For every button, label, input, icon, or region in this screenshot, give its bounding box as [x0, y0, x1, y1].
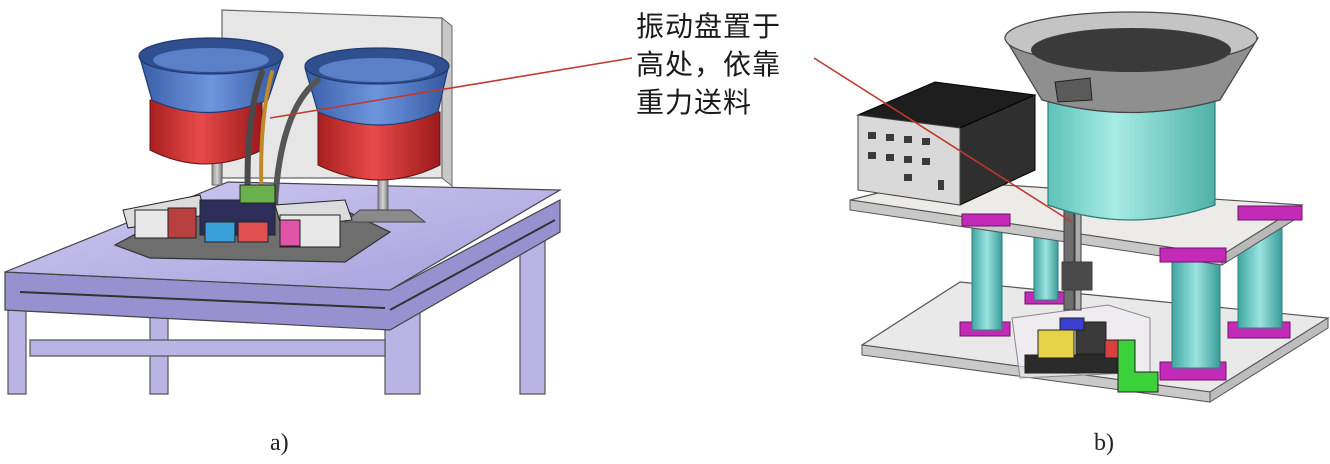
callout-line-3: 重力送料: [636, 86, 753, 119]
bowl-rim: [1004, 11, 1259, 114]
bowl-body: [1047, 79, 1216, 221]
callout-leader-line-a: [269, 57, 633, 119]
callout-line-1: 振动盘置于: [636, 10, 782, 43]
caption-b: b): [1094, 430, 1114, 456]
feeder-mechanism: [1024, 317, 1159, 393]
caption-a: a): [270, 430, 289, 456]
upper-plate-caps: [961, 205, 1303, 263]
left-vibratory-bowl: [138, 37, 284, 186]
figure-a: [4, 9, 633, 395]
right-vibratory-bowl: [304, 47, 450, 223]
callout-line-2: 高处，依靠: [636, 48, 782, 81]
callout-text: 振动盘置于 高处，依靠 重力送料: [636, 8, 781, 122]
figure-b: [813, 11, 1330, 403]
control-box: [856, 81, 1037, 206]
callout-leader-line-b: [813, 57, 1073, 223]
center-mechanism: [122, 184, 353, 248]
